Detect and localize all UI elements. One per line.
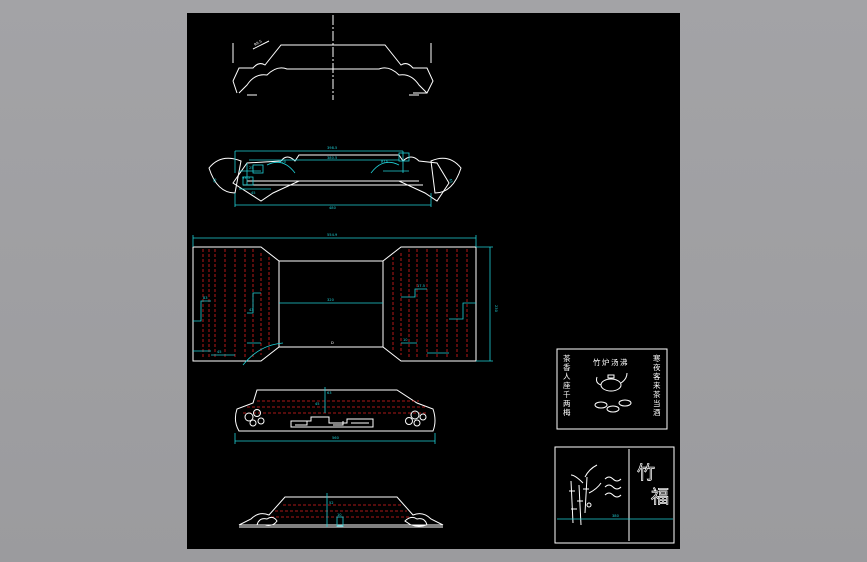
calligraphy-char: 客 <box>653 371 661 381</box>
poem-top-row: 竹炉汤沸 <box>593 357 628 367</box>
calligraphy-char: 沸 <box>620 357 628 367</box>
outline <box>232 80 238 94</box>
dim-side-h1: 63 <box>327 391 332 395</box>
cloud-ornament-icon <box>256 516 278 526</box>
bamboo-plate: 380 <box>554 446 675 544</box>
dim-w1: 45 <box>251 191 256 195</box>
outline <box>232 44 434 94</box>
dim-plan-height: 230 <box>494 305 498 313</box>
dim-plan-d3: 45 <box>217 350 222 354</box>
calligraphy-char: 座 <box>563 380 571 390</box>
dim-side-h2: 45 <box>315 402 320 406</box>
plan-center-mark: D <box>331 341 334 345</box>
bamboo-title-text: 竹福 <box>637 463 670 509</box>
dim-end-left: 45 <box>212 178 217 184</box>
dim-lower-h1: 52 <box>329 501 334 505</box>
calligraphy-char: 茶 <box>653 389 661 399</box>
plate-border <box>554 446 675 544</box>
dim-w2: 25 <box>249 166 254 170</box>
tea-poem-plate <box>556 348 668 430</box>
top-elevation-view: R9.5 <box>232 15 434 100</box>
cloud-ornament-icon <box>405 410 427 427</box>
end-profile-left <box>208 157 242 194</box>
carved-side-view: 63 45 560 <box>234 387 436 444</box>
dim-end-right: 45 <box>448 178 453 184</box>
dim-plan-overall: 554.9 <box>327 233 338 237</box>
fret-pattern <box>290 416 374 428</box>
lower-elevation-view: 52 10 <box>238 493 444 528</box>
calligraphy-char: 当 <box>653 398 661 408</box>
calligraphy-char: 酒 <box>653 408 661 417</box>
dim-box <box>242 176 254 186</box>
dim-box <box>252 164 264 174</box>
dim-r2: R15 <box>381 160 388 164</box>
dim-arc-plan <box>242 342 284 366</box>
fret-pattern-inner <box>295 421 369 426</box>
calligraphy-char: 茶 <box>563 353 571 363</box>
calligraphy-char: 炉 <box>602 357 610 367</box>
dim-h: 93.5 <box>242 176 250 180</box>
calligraphy-char: 千 <box>563 389 571 399</box>
cad-drawing: R9.5 398.5 380.5 R20 R15 45 25 93.5 480 … <box>192 15 675 544</box>
dim-r1: R20 <box>279 160 287 164</box>
plan-view: 554.9 230 320 83 43 45 10 17.5 D <box>192 233 498 366</box>
dim-plate: 380 <box>612 514 620 518</box>
outline <box>238 67 428 94</box>
cloud-ornament-icon <box>404 516 428 527</box>
dim-chain-right <box>401 288 476 354</box>
dim-box <box>398 152 410 162</box>
calligraphy-char: 汤 <box>611 358 619 367</box>
end-profile-right <box>430 157 462 194</box>
dim-arc-r2 <box>370 161 400 174</box>
cloud-ornament-icon <box>244 409 265 427</box>
sun-mark <box>586 502 592 508</box>
dim-arc-r1 <box>266 161 296 174</box>
calligraphy-char: 来 <box>653 381 661 390</box>
teapot-icon <box>594 372 632 413</box>
calligraphy-char: 竹 <box>593 357 601 367</box>
front-outline <box>232 154 450 202</box>
dim-overall-a: 398.5 <box>327 146 337 150</box>
bamboo-title-char: 竹 <box>637 463 655 484</box>
plate-border <box>556 348 668 430</box>
wave-pattern <box>604 476 622 498</box>
dim-chamfer-label: R9.5 <box>254 39 263 47</box>
dim-plan-d5: 17.5 <box>417 284 425 288</box>
calligraphy-char: 梅 <box>563 407 571 417</box>
dim-plan-mid: 320 <box>327 298 335 302</box>
dim-side-base: 560 <box>332 436 340 440</box>
calligraphy-char: 夜 <box>653 362 661 372</box>
calligraphy-char: 两 <box>563 399 571 408</box>
bamboo-icon <box>569 464 602 526</box>
bamboo-title-char: 福 <box>651 487 669 508</box>
lower-outline <box>238 496 444 526</box>
dim-base: 480 <box>329 206 337 210</box>
calligraphy-char: 香 <box>563 362 571 372</box>
front-elevation-view: 398.5 380.5 R20 R15 45 25 93.5 480 45 45 <box>208 146 462 210</box>
leader-line <box>252 40 270 50</box>
dim-plan-d4: 10 <box>403 338 408 342</box>
dim-plan-d2: 43 <box>249 308 254 312</box>
plan-outline <box>192 246 477 362</box>
dim-box <box>336 516 344 527</box>
dim-chain-left <box>193 292 261 356</box>
dim-lower-h2: 10 <box>337 513 342 517</box>
calligraphy-char: 人 <box>563 372 571 381</box>
panel-outline <box>234 389 436 432</box>
dim-plan-d1: 83 <box>203 296 208 300</box>
calligraphy-char: 寒 <box>653 353 661 363</box>
dim-overall-b: 380.5 <box>327 156 337 160</box>
drawing-sheet[interactable]: R9.5 398.5 380.5 R20 R15 45 25 93.5 480 … <box>187 13 680 549</box>
